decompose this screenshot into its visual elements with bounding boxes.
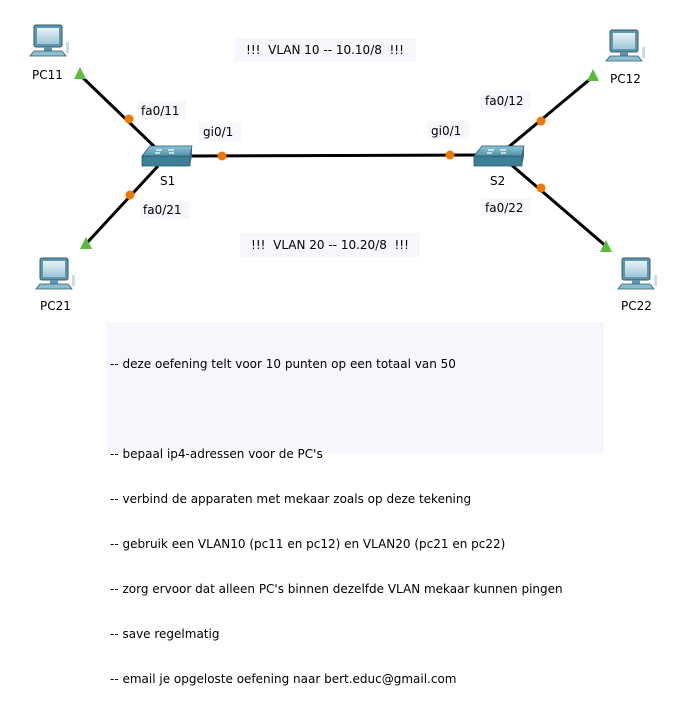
pc11-label: PC11: [32, 68, 63, 82]
port-dot-s2-gi01[interactable]: [445, 150, 455, 160]
port-dot-s2-fa022[interactable]: [536, 183, 546, 193]
instruction-line: -- verbind de apparaten met mekaar zoals…: [110, 492, 472, 506]
vlan20-note: !!! VLAN 20 -- 10.20/8 !!!: [240, 233, 420, 257]
switch-s1-label: S1: [160, 174, 175, 188]
pc-computer-icon: [605, 29, 645, 62]
link-s1-s2[interactable]: [189, 153, 479, 158]
pc22-device[interactable]: [617, 257, 657, 290]
vlan10-note: !!! VLAN 10 -- 10.10/8 !!!: [234, 38, 416, 62]
link-pc21-s1[interactable]: [83, 164, 160, 247]
port-dot-s1-gi01[interactable]: [217, 151, 227, 161]
port-label-s2-fa012: fa0/12: [485, 94, 524, 108]
pc21-label: PC21: [40, 299, 71, 313]
port-dot-s1-fa021[interactable]: [125, 190, 135, 200]
port-label-s1-gi01: gi0/1: [203, 125, 233, 139]
port-dot-s1-fa011[interactable]: [124, 114, 134, 124]
instruction-line: -- zorg ervoor dat alleen PC's binnen de…: [110, 582, 563, 596]
port-dots: [124, 114, 546, 200]
instruction-line: -- save regelmatig: [110, 627, 220, 641]
pc12-device[interactable]: [605, 29, 645, 62]
link-up-triangle-pc21: [80, 237, 92, 249]
link-pc22-s2[interactable]: [507, 160, 608, 249]
link-state-markers: [74, 67, 612, 252]
instructions-note: -- deze oefening telt voor 10 punten op …: [106, 322, 604, 686]
switch-s2-label: S2: [490, 174, 505, 188]
pc12-label: PC12: [610, 72, 641, 86]
instruction-line: -- gebruik een VLAN10 (pc11 en pc12) en …: [110, 537, 506, 551]
switch-s2-device[interactable]: [473, 145, 525, 167]
link-up-triangle-pc11: [74, 67, 86, 79]
link-up-triangle-pc22: [600, 240, 612, 252]
switch-icon: [473, 145, 525, 167]
port-label-s2-fa022: fa0/22: [485, 201, 524, 215]
pc21-device[interactable]: [35, 257, 75, 290]
link-pc12-s2[interactable]: [504, 73, 596, 152]
port-label-s2-gi01: gi0/1: [431, 124, 461, 138]
pc22-label: PC22: [621, 299, 652, 313]
pc11-device[interactable]: [29, 24, 69, 57]
topology-canvas: PC11 PC12 PC21 PC22: [29, 24, 657, 313]
link-pc11-s1[interactable]: [78, 73, 162, 154]
instruction-line: -- bepaal ip4-adressen voor de PC's: [110, 447, 323, 461]
instruction-line: -- deze oefening telt voor 10 punten op …: [110, 357, 456, 371]
switch-s1-device[interactable]: [141, 145, 193, 167]
port-labels: fa0/11 fa0/21 gi0/1 gi0/1 fa0/12 fa0/22: [138, 91, 531, 219]
links: [78, 73, 608, 249]
port-label-s1-fa011: fa0/11: [141, 104, 180, 118]
port-label-s1-fa021: fa0/21: [143, 203, 182, 217]
instruction-line: -- email je opgeloste oefening naar bert…: [110, 672, 457, 686]
pc-computer-icon: [617, 257, 657, 290]
port-dot-s2-fa012[interactable]: [536, 116, 546, 126]
instruction-spacer: [106, 402, 604, 417]
link-up-triangle-pc12: [587, 69, 599, 81]
pc-computer-icon: [29, 24, 69, 57]
switch-icon: [141, 145, 193, 167]
pc-computer-icon: [35, 257, 75, 290]
